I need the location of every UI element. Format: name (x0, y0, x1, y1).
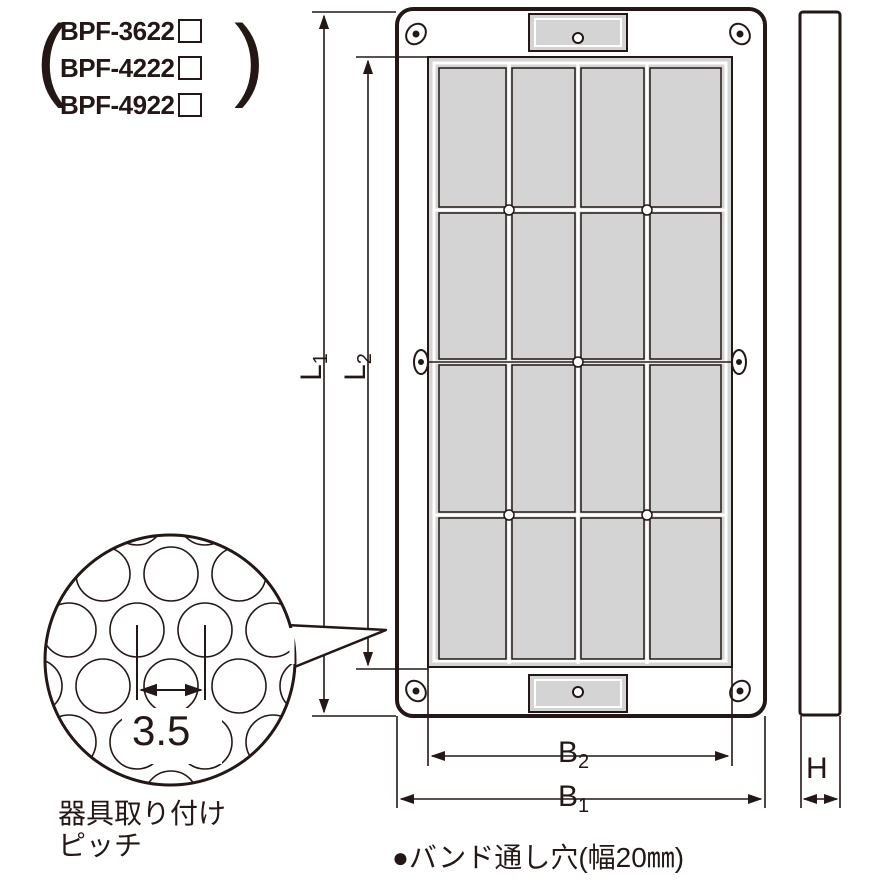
dimple (0, 715, 28, 769)
dimple (177, 535, 233, 546)
dimple (109, 535, 165, 546)
junction-dot (503, 509, 515, 521)
dimple (45, 535, 97, 546)
dimple (348, 659, 402, 713)
dimension-label-b2: B2 (558, 736, 590, 773)
dimple (279, 546, 295, 602)
grid-cell (649, 364, 722, 513)
junction-dot (641, 204, 653, 216)
model-placeholder-box (177, 93, 202, 117)
dimple (348, 435, 402, 489)
detail-circle (43, 533, 297, 787)
dimple (314, 715, 368, 769)
dimension-label-l2: L2 (338, 353, 376, 381)
dimple (144, 435, 198, 489)
grid-cell (649, 67, 722, 208)
grid-cell (649, 517, 722, 660)
dimple (279, 770, 295, 785)
dimple (212, 435, 266, 489)
dimple (211, 658, 267, 714)
grid-cell (438, 364, 507, 513)
dimple (45, 770, 63, 785)
grid-cell (649, 212, 722, 360)
dimple (143, 658, 199, 714)
screw-hole-icon (572, 32, 584, 44)
side-mounting-holes (413, 349, 747, 375)
grid-cell (511, 67, 576, 208)
band-bracket-bottom (528, 674, 628, 713)
grid-cell (438, 212, 507, 360)
grid-cell (511, 212, 576, 360)
model-name-1: BPF-3622 (60, 16, 202, 47)
dimple (245, 714, 295, 770)
model-name-2: BPF-4222 (60, 53, 202, 84)
dimple (45, 602, 97, 658)
junction-dot (641, 509, 653, 521)
grid-cell (580, 212, 645, 360)
dimple (0, 603, 28, 657)
callout-pointer (285, 623, 388, 670)
dimple (280, 435, 334, 489)
model-placeholder-box (177, 19, 202, 43)
fixture-grid (421, 62, 739, 664)
dimple (76, 435, 130, 489)
model-list: ( BPF-3622 BPF-4222 BPF-4922 ) (36, 7, 265, 130)
fixture-pitch-caption: 器具取り付け ピッチ (58, 798, 227, 861)
screw-hole-icon (572, 686, 584, 698)
model-placeholder-box (177, 56, 202, 80)
grid-cell (580, 67, 645, 208)
dimple (75, 658, 131, 714)
grid-cell (438, 517, 507, 660)
model-name-3: BPF-4922 (60, 90, 202, 121)
dimple (348, 771, 402, 825)
left-parenthesis: ( (36, 7, 67, 109)
dimple (45, 714, 97, 770)
dimple (8, 435, 62, 489)
grid-cell (580, 364, 645, 513)
plate-front-view (395, 7, 767, 718)
dimension-label-h: H (806, 752, 828, 785)
dimension-lines (312, 11, 841, 808)
pitch-value: 3.5 (132, 707, 191, 754)
plate-side-view (798, 10, 842, 717)
right-parenthesis: ) (234, 7, 265, 109)
junction-dot (572, 356, 584, 368)
dimension-label-l1: L1 (294, 353, 332, 381)
dimple (143, 546, 199, 602)
grid-cell (438, 67, 507, 208)
dimple (348, 547, 402, 601)
dimension-label-b1: B1 (558, 780, 590, 817)
dimple (245, 535, 295, 546)
corner-mounting-holes (405, 22, 751, 703)
band-hole-caption: ●バンド通し穴(幅20㎜) (392, 842, 685, 873)
dimple (45, 546, 63, 602)
dimple (314, 491, 368, 545)
grid-cell (511, 364, 576, 513)
grid-cell (511, 517, 576, 660)
grid-cell (580, 517, 645, 660)
junction-dot (503, 204, 515, 216)
dimple (0, 491, 28, 545)
dimple (416, 771, 470, 825)
